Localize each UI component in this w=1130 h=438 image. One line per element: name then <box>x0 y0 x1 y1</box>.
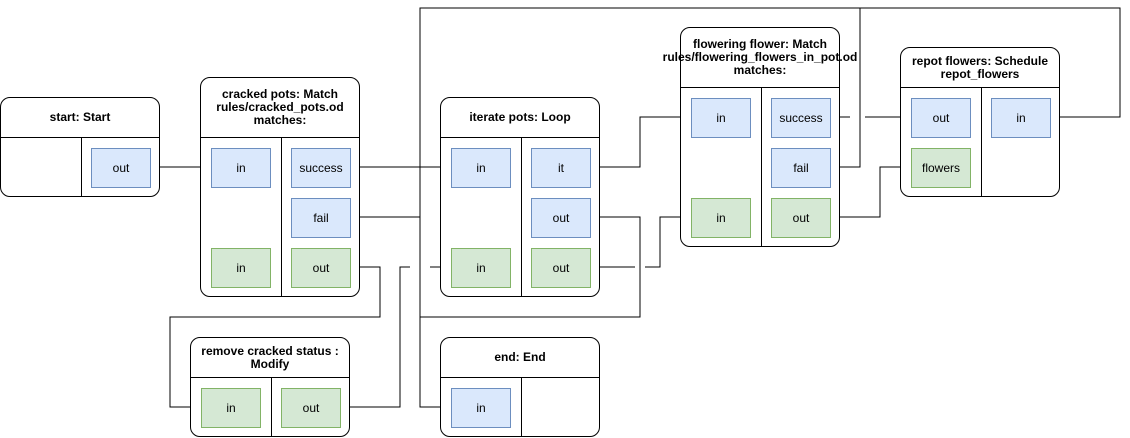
port-flowers[interactable]: flowers <box>911 148 971 188</box>
node-title: flowering flower: Match rules/flowering_… <box>663 28 857 88</box>
port-it[interactable]: it <box>531 148 591 188</box>
port-success[interactable]: success <box>771 98 831 138</box>
port-out-data[interactable]: out <box>531 248 591 288</box>
node-title: repot flowers: Schedule repot_flowers <box>901 48 1059 88</box>
node-start[interactable]: start: Start out <box>0 97 160 197</box>
port-in[interactable]: in <box>991 98 1051 138</box>
port-out[interactable]: out <box>291 248 351 288</box>
node-repot-flowers[interactable]: repot flowers: Schedule repot_flowers ou… <box>900 47 1060 197</box>
port-out[interactable]: out <box>91 148 151 188</box>
port-in-data[interactable]: in <box>211 248 271 288</box>
node-title: remove cracked status : Modify <box>191 338 349 378</box>
port-fail[interactable]: fail <box>771 148 831 188</box>
port-out[interactable]: out <box>911 98 971 138</box>
port-in-data[interactable]: in <box>691 198 751 238</box>
port-in-exec[interactable]: in <box>691 98 751 138</box>
node-cracked-pots[interactable]: cracked pots: Match rules/cracked_pots.o… <box>200 77 360 297</box>
node-remove-cracked-status[interactable]: remove cracked status : Modify in out <box>190 337 350 437</box>
node-end[interactable]: end: End in <box>440 337 600 437</box>
port-out-exec[interactable]: out <box>531 198 591 238</box>
port-out[interactable]: out <box>281 388 341 428</box>
node-title: start: Start <box>1 98 159 138</box>
port-in[interactable]: in <box>201 388 261 428</box>
port-in[interactable]: in <box>451 388 511 428</box>
node-title: end: End <box>441 338 599 378</box>
node-iterate-pots[interactable]: iterate pots: Loop in in it out out <box>440 97 600 297</box>
node-title: cracked pots: Match rules/cracked_pots.o… <box>201 78 359 138</box>
edge-iterate-it-to-flowering-in <box>590 113 691 168</box>
port-success[interactable]: success <box>291 148 351 188</box>
port-in-exec[interactable]: in <box>211 148 271 188</box>
port-in-data[interactable]: in <box>451 248 511 288</box>
node-flowering-flower[interactable]: flowering flower: Match rules/flowering_… <box>663 27 857 247</box>
edge-flowering-out-to-repot-flowers <box>830 163 911 218</box>
node-title: iterate pots: Loop <box>441 98 599 138</box>
port-fail[interactable]: fail <box>291 198 351 238</box>
port-out[interactable]: out <box>771 198 831 238</box>
port-in-exec[interactable]: in <box>451 148 511 188</box>
edge-cracked-fail-to-end-in <box>350 216 451 411</box>
